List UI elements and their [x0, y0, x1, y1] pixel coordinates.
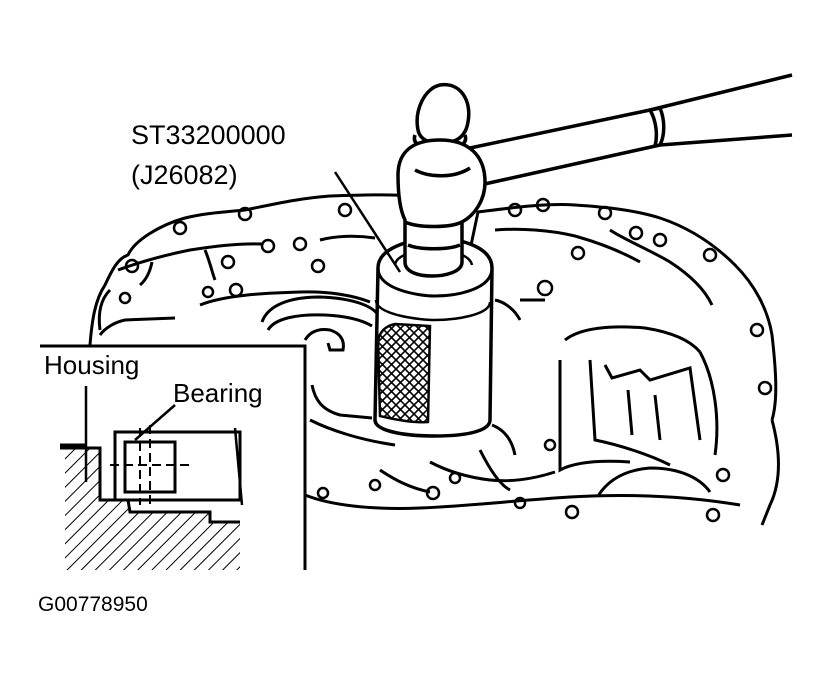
figure-id: G00778950: [38, 593, 148, 616]
bolt-holes: [118, 197, 773, 523]
housing-label: Housing: [44, 350, 140, 380]
right-cavity: [558, 325, 719, 497]
hammer: [396, 73, 793, 278]
tool-alt-number-label: (J26082): [131, 160, 238, 190]
bearing-label: Bearing: [173, 378, 263, 408]
drift-tool: [373, 236, 494, 438]
bore: [260, 295, 522, 456]
tool-leader-line: [333, 171, 402, 273]
tool-number-label: ST33200000: [131, 120, 286, 150]
inset-detail: [40, 344, 307, 570]
